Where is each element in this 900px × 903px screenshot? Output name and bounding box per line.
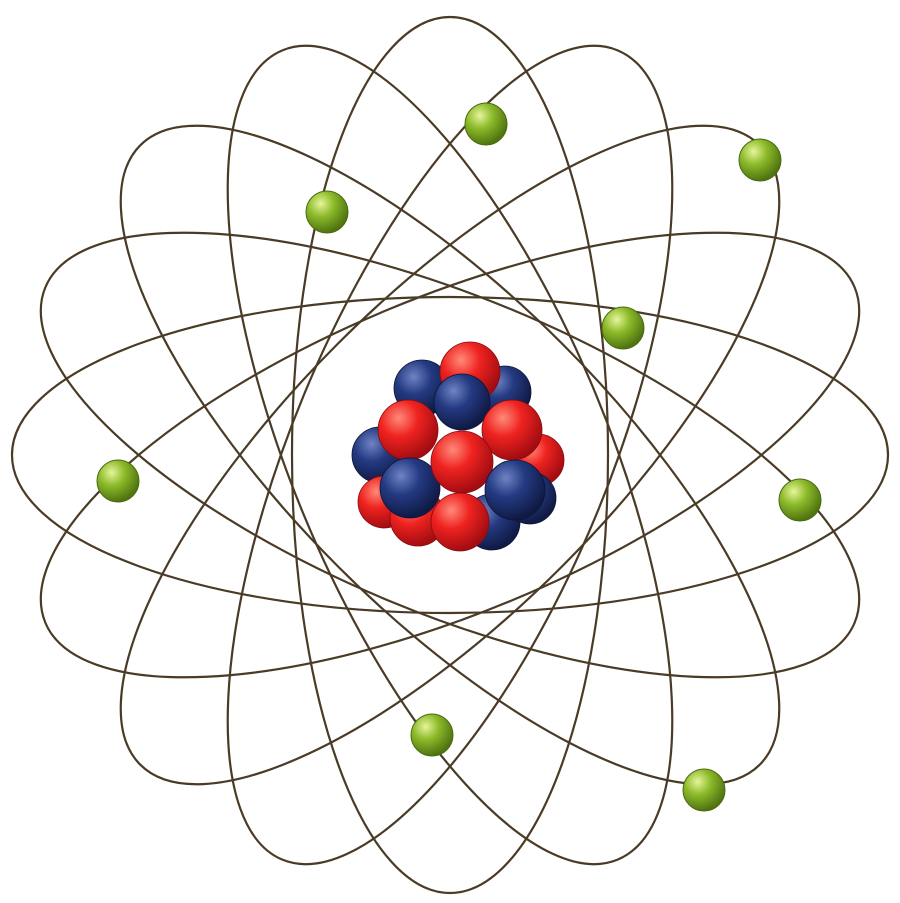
electron-6 (779, 479, 821, 521)
neutron-15 (485, 460, 545, 520)
proton-14 (431, 431, 493, 493)
electron-2 (739, 139, 781, 181)
proton-11 (378, 400, 438, 460)
electron-3 (306, 191, 348, 233)
proton-16 (431, 493, 489, 551)
neutron-4 (434, 374, 490, 430)
electron-7 (411, 714, 453, 756)
electron-5 (97, 460, 139, 502)
electron-1 (465, 103, 507, 145)
electron-4 (602, 307, 644, 349)
neutron-13 (380, 458, 440, 518)
nucleus (352, 342, 564, 551)
electron-8 (683, 769, 725, 811)
